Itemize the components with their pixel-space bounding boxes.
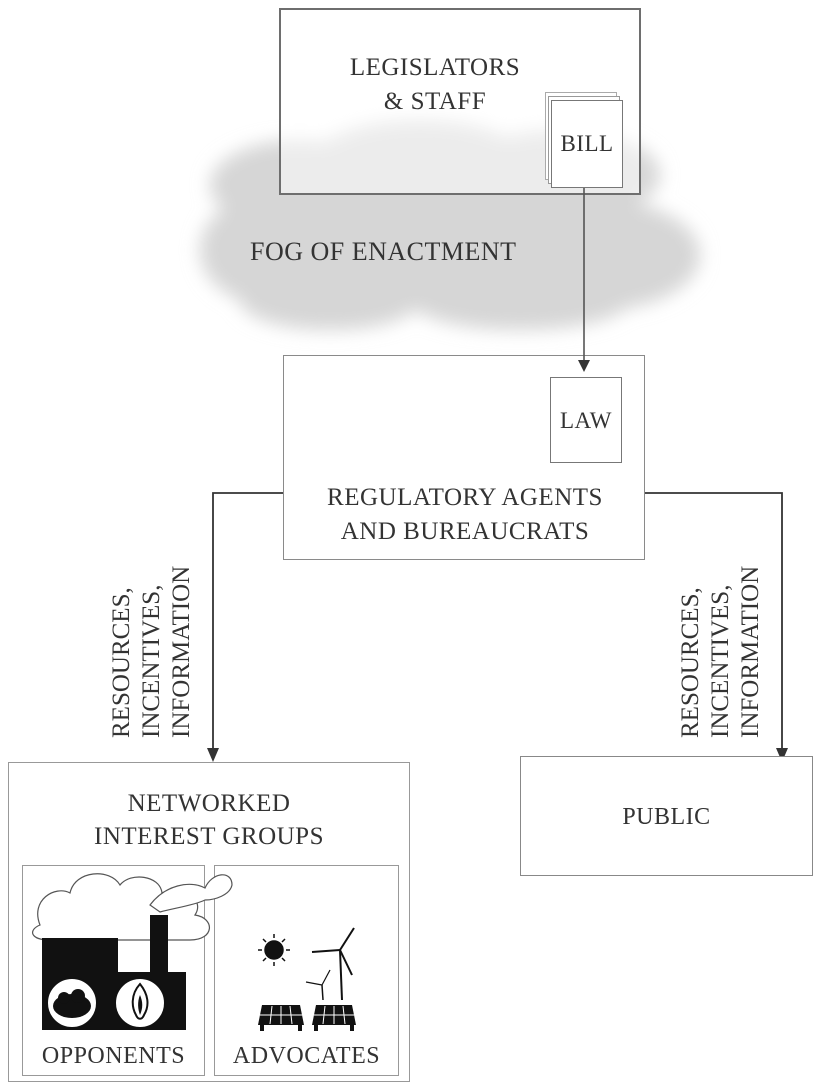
bill-document [551, 100, 623, 188]
fog-label: FOG OF ENACTMENT [250, 237, 517, 266]
regulators-line1: REGULATORY AGENTS [327, 484, 603, 511]
wind-turbine-icon [305, 927, 355, 1001]
advocates-box [214, 865, 399, 1076]
public-label: PUBLIC [622, 804, 711, 830]
left-flow-arrow [212, 492, 283, 750]
legislators-title-line1: LEGISLATORS [349, 54, 521, 81]
advocates-label: ADVOCATES [232, 1043, 381, 1069]
flame-icon [114, 977, 166, 1029]
legislators-title-line2: & STAFF [383, 88, 487, 115]
coal-icon [46, 977, 98, 1029]
sun-icon [258, 934, 290, 966]
bill-label: BILL [560, 131, 614, 156]
solar-panel-icon [258, 1005, 356, 1031]
law-label: LAW [559, 408, 613, 433]
interest-groups-line2: INTEREST GROUPS [94, 823, 324, 850]
right-flow-arrow [645, 492, 783, 750]
law-document [550, 377, 622, 463]
regulators-line2: AND BUREAUCRATS [340, 518, 590, 545]
opponents-label: OPPONENTS [41, 1043, 186, 1069]
interest-groups-line1: NETWORKED [127, 790, 291, 817]
